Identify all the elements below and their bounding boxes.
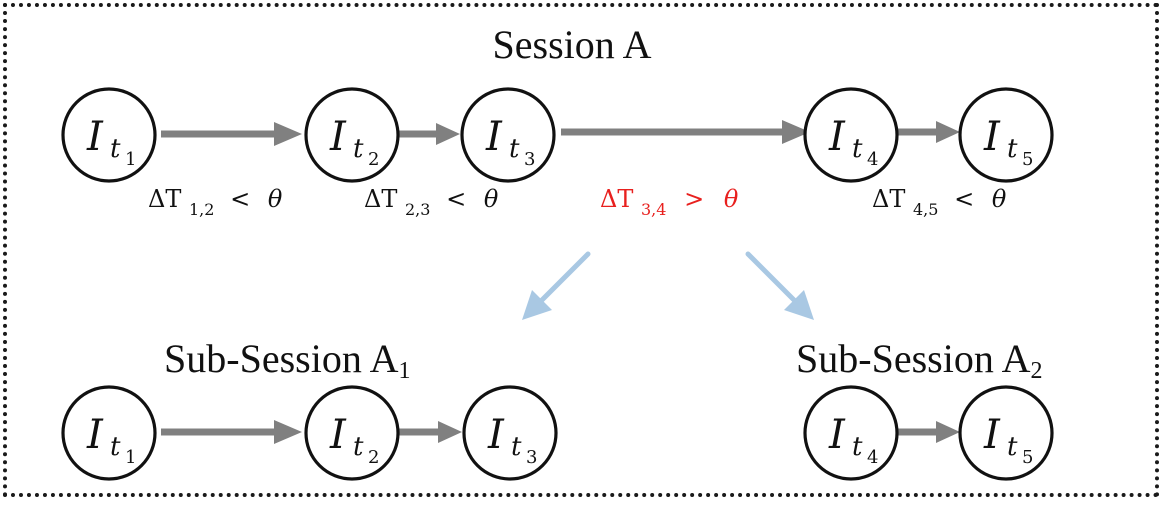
svg-text:t: t	[1007, 134, 1018, 164]
split-arrow-right	[745, 251, 814, 320]
svg-text:I: I	[487, 412, 505, 458]
svg-text:4: 4	[867, 149, 878, 170]
condition-2-3: ΔT 2,3 < θ	[364, 185, 499, 221]
svg-text:t: t	[511, 432, 522, 462]
svg-text:t: t	[353, 432, 364, 462]
svg-text:I: I	[86, 412, 104, 458]
svg-text:ΔT 3,4 > θ: ΔT 3,4 > θ	[600, 185, 739, 221]
top-node-3: I t 3	[460, 87, 556, 183]
arrow-1-2	[161, 122, 302, 146]
svg-text:I: I	[828, 114, 846, 160]
top-node-4: I t 4	[803, 87, 899, 183]
dotted-border-frame	[3, 3, 1159, 497]
svg-text:t: t	[1007, 432, 1018, 462]
svg-text:I: I	[983, 412, 1001, 458]
svg-text:1: 1	[125, 149, 136, 170]
sub1-node-2: I t 2	[304, 385, 400, 481]
condition-1-2: ΔT 1,2 < θ	[148, 185, 283, 221]
svg-text:I: I	[983, 114, 1001, 160]
svg-text:2: 2	[368, 447, 379, 468]
svg-text:I: I	[86, 114, 104, 160]
svg-text:1: 1	[125, 447, 136, 468]
condition-4-5: ΔT 4,5 < θ	[872, 185, 1007, 221]
sub1-node-3: I t 3	[462, 385, 558, 481]
svg-text:t: t	[852, 432, 863, 462]
svg-text:I: I	[329, 114, 347, 160]
sub2-arrow-4-5	[898, 421, 960, 443]
svg-text:t: t	[509, 134, 520, 164]
split-arrow-left	[522, 251, 591, 320]
svg-text:t: t	[353, 134, 364, 164]
arrow-2-3	[399, 123, 460, 145]
session-title: Session A	[493, 22, 652, 67]
svg-text:2: 2	[368, 149, 379, 170]
sub1-arrow-1-2	[161, 420, 302, 444]
sub2-node-4: I t 4	[803, 385, 899, 481]
svg-text:ΔT 4,5 < θ: ΔT 4,5 < θ	[872, 185, 1007, 221]
condition-3-4: ΔT 3,4 > θ	[600, 185, 739, 221]
svg-text:5: 5	[1022, 447, 1033, 468]
sub2-node-5: I t 5	[958, 385, 1054, 481]
svg-text:I: I	[329, 412, 347, 458]
svg-text:4: 4	[867, 447, 878, 468]
svg-text:5: 5	[1022, 149, 1033, 170]
svg-text:ΔT 1,2 < θ: ΔT 1,2 < θ	[148, 185, 283, 221]
top-node-5: I t 5	[958, 87, 1054, 183]
svg-text:3: 3	[526, 447, 537, 468]
sub1-node-1: I t 1	[61, 385, 157, 481]
arrow-4-5	[898, 121, 960, 143]
svg-text:I: I	[828, 412, 846, 458]
svg-text:3: 3	[524, 149, 535, 170]
svg-text:ΔT 2,3 < θ: ΔT 2,3 < θ	[364, 185, 499, 221]
top-node-2: I t 2	[304, 87, 400, 183]
top-arrows	[161, 120, 960, 146]
sub-session-1-title: Sub-Session A1	[164, 336, 411, 384]
top-node-1: I t 1	[61, 87, 157, 183]
bottom-arrows	[161, 420, 960, 444]
sub-session-2-title: Sub-Session A2	[796, 336, 1043, 384]
svg-text:I: I	[485, 114, 503, 160]
sub1-arrow-2-3	[399, 421, 462, 443]
svg-text:t: t	[110, 134, 121, 164]
svg-text:t: t	[852, 134, 863, 164]
arrow-3-4	[561, 120, 810, 144]
svg-text:t: t	[110, 432, 121, 462]
